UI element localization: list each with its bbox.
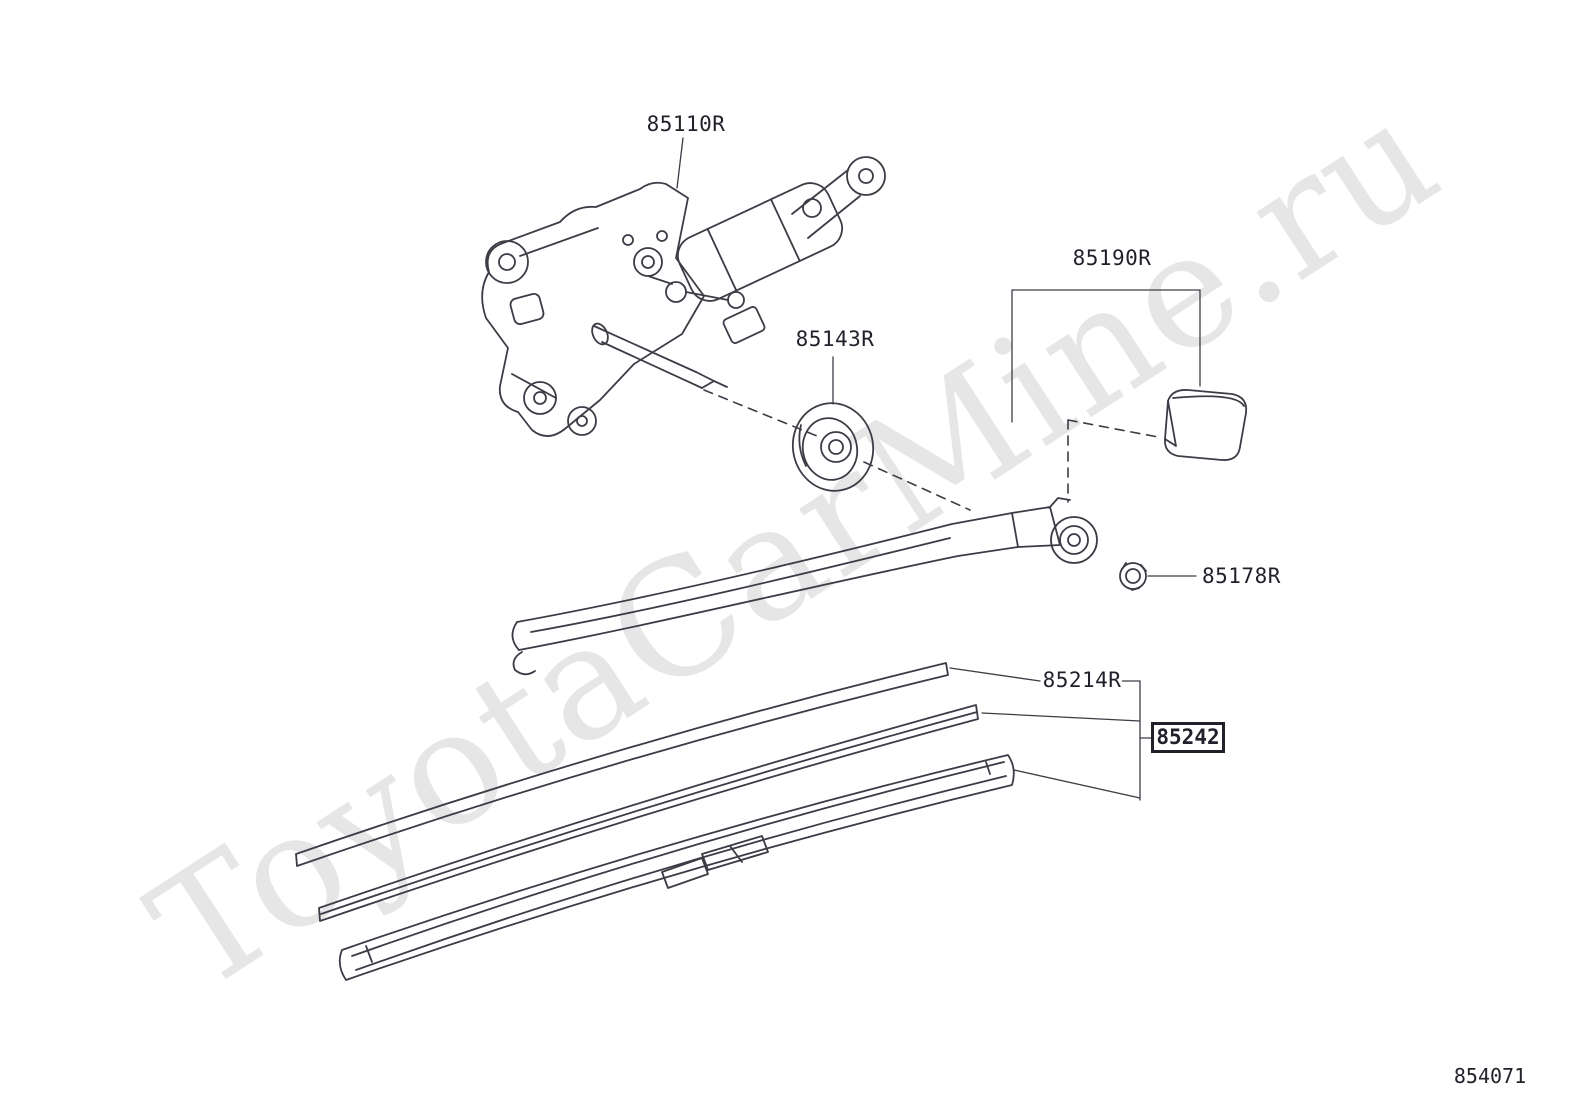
part-label-nut[interactable]: 85178R [1202, 564, 1294, 588]
pivot-nut-drawing [1119, 562, 1147, 591]
wiper-arm-drawing [511, 497, 1098, 676]
part-label-rubber[interactable]: 85214R [1042, 668, 1122, 692]
arm-head-cover-drawing [1164, 389, 1248, 461]
alignment-dashed-lines [703, 389, 1159, 511]
figure-number: 854071 [1453, 1064, 1527, 1088]
grommet-drawing [791, 402, 875, 492]
part-label-cover[interactable]: 85190R [1066, 246, 1158, 270]
cover-bracket-lines [1011, 289, 1201, 423]
part-label-blade-highlighted[interactable]: 85242 [1151, 722, 1225, 753]
wiper-blade-drawing [295, 662, 1015, 981]
part-label-grommet[interactable]: 85143R [789, 327, 881, 351]
part-label-motor[interactable]: 85110R [640, 112, 732, 136]
wiper-motor-drawing [481, 156, 886, 437]
leader-lines [676, 137, 1197, 801]
